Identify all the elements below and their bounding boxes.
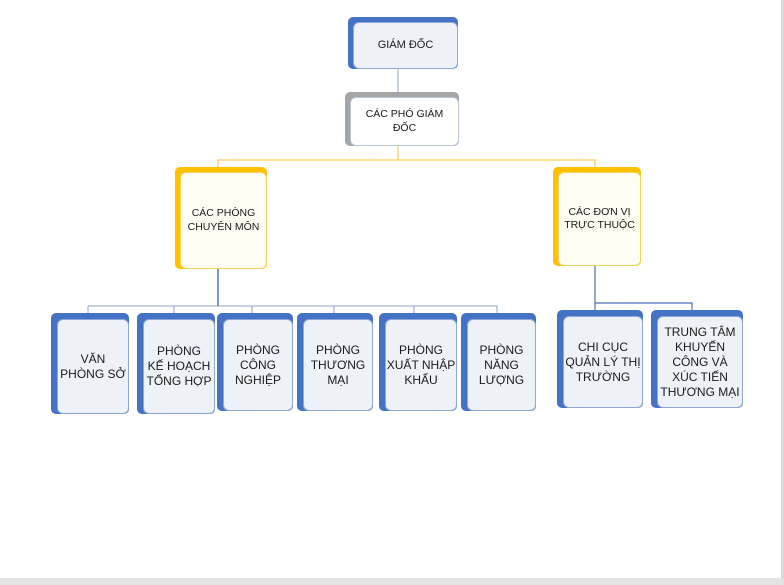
deputy-directors-box: CÁC PHÓ GIÁM ĐỐC: [345, 92, 459, 146]
department-box: VĂN PHÒNG SỞ: [51, 313, 129, 414]
department-box: PHÒNG NĂNG LƯỢNG: [461, 313, 536, 411]
affiliated-units-group-label: CÁC ĐƠN VỊ TRỰC THUỘC: [558, 172, 641, 266]
affiliated-unit-box: CHI CỤC QUẢN LÝ THỊ TRƯỜNG: [557, 310, 643, 408]
department-label: VĂN PHÒNG SỞ: [57, 319, 129, 414]
department-label: PHÒNG THƯƠNG MẠI: [303, 319, 373, 411]
director-box: GIÁM ĐỐC: [348, 17, 458, 69]
department-box: PHÒNG KẾ HOẠCH TỔNG HỢP: [137, 313, 215, 414]
department-box: PHÒNG XUẤT NHẬP KHẨU: [379, 313, 457, 411]
affiliated-unit-box: TRUNG TÂM KHUYẾN CÔNG VÀ XÚC TIẾN THƯƠNG…: [651, 310, 743, 408]
department-label: PHÒNG NĂNG LƯỢNG: [467, 319, 536, 411]
affiliated-units-group-box: CÁC ĐƠN VỊ TRỰC THUỘC: [553, 167, 641, 266]
deputy-directors-label: CÁC PHÓ GIÁM ĐỐC: [350, 97, 459, 146]
department-label: PHÒNG CÔNG NGHIỆP: [223, 319, 293, 411]
departments-group-label: CÁC PHÒNG CHUYÊN MÔN: [180, 172, 267, 269]
director-label: GIÁM ĐỐC: [353, 22, 458, 69]
affiliated-unit-label: CHI CỤC QUẢN LÝ THỊ TRƯỜNG: [563, 316, 643, 408]
connector-units: [594, 266, 693, 311]
connector-deputies-groups: [217, 146, 399, 172]
department-label: PHÒNG KẾ HOẠCH TỔNG HỢP: [143, 319, 215, 414]
page-edge: [0, 578, 784, 585]
page-edge: [781, 0, 784, 585]
department-box: PHÒNG CÔNG NGHIỆP: [217, 313, 293, 411]
department-label: PHÒNG XUẤT NHẬP KHẨU: [385, 319, 457, 411]
departments-group-box: CÁC PHÒNG CHUYÊN MÔN: [175, 167, 267, 269]
department-box: PHÒNG THƯƠNG MẠI: [297, 313, 373, 411]
affiliated-unit-label: TRUNG TÂM KHUYẾN CÔNG VÀ XÚC TIẾN THƯƠNG…: [657, 316, 743, 408]
